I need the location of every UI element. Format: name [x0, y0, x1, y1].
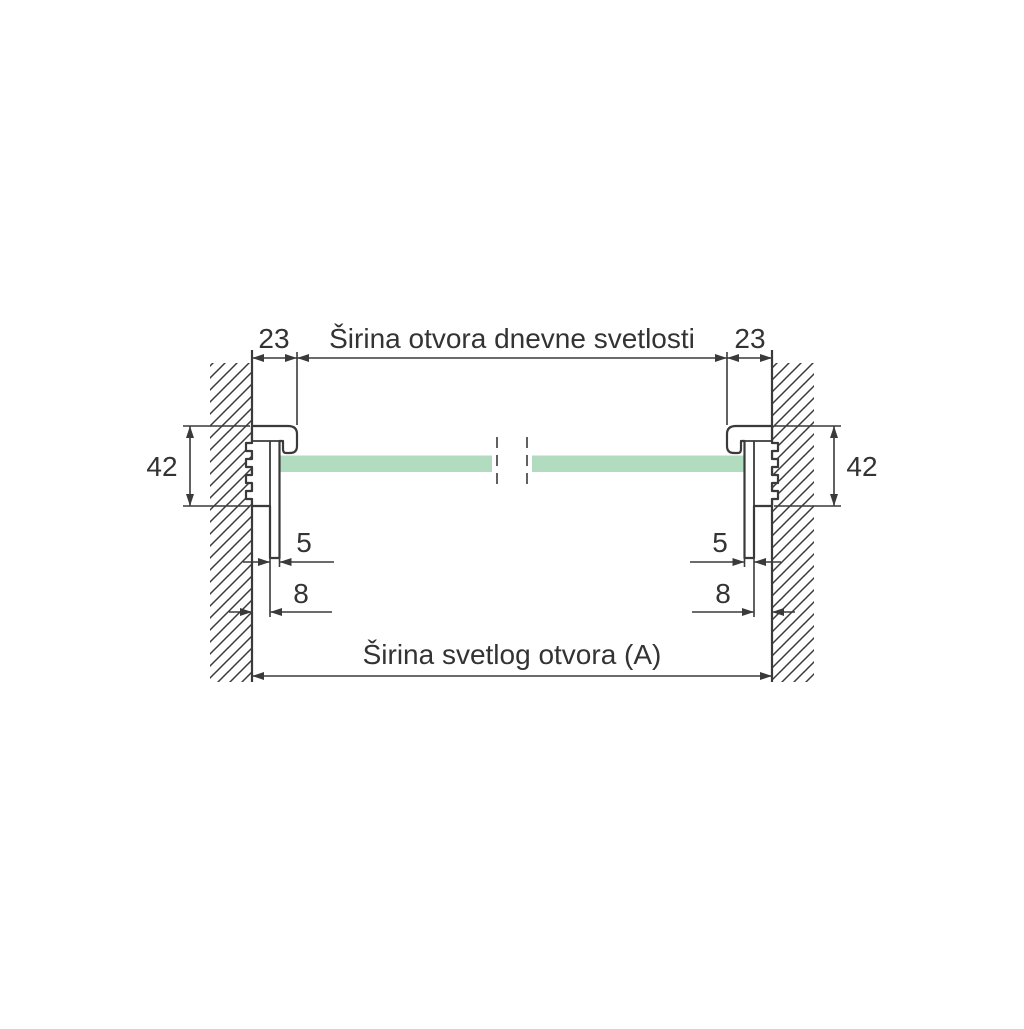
- right-wall-hatch: [772, 363, 814, 682]
- dim-8-left-label: 8: [293, 578, 309, 609]
- glass-panel: [280, 455, 492, 472]
- labels: 23 Širina otvora dnevne svetlosti 23 42 …: [146, 323, 877, 670]
- dim-42-geometry: [183, 425, 250, 507]
- dim-23-right-label: 23: [734, 323, 765, 354]
- top-title-label: Širina otvora dnevne svetlosti: [329, 323, 695, 354]
- dim-42-right-label: 42: [846, 451, 877, 482]
- bottom-title-label: Širina svetlog otvora (A): [363, 639, 662, 670]
- dim-42-left-label: 42: [146, 451, 177, 482]
- dim-5-right-label: 5: [712, 527, 728, 558]
- dim-5-geometry: [243, 558, 334, 617]
- dim-23-left-label: 23: [258, 323, 289, 354]
- dim-8-right-label: 8: [715, 578, 731, 609]
- walls: [210, 350, 814, 682]
- left-wall-hatch: [210, 363, 252, 682]
- left-geometry: [183, 352, 498, 617]
- aluminium-profile: [244, 424, 299, 560]
- dim-5-left-label: 5: [296, 527, 312, 558]
